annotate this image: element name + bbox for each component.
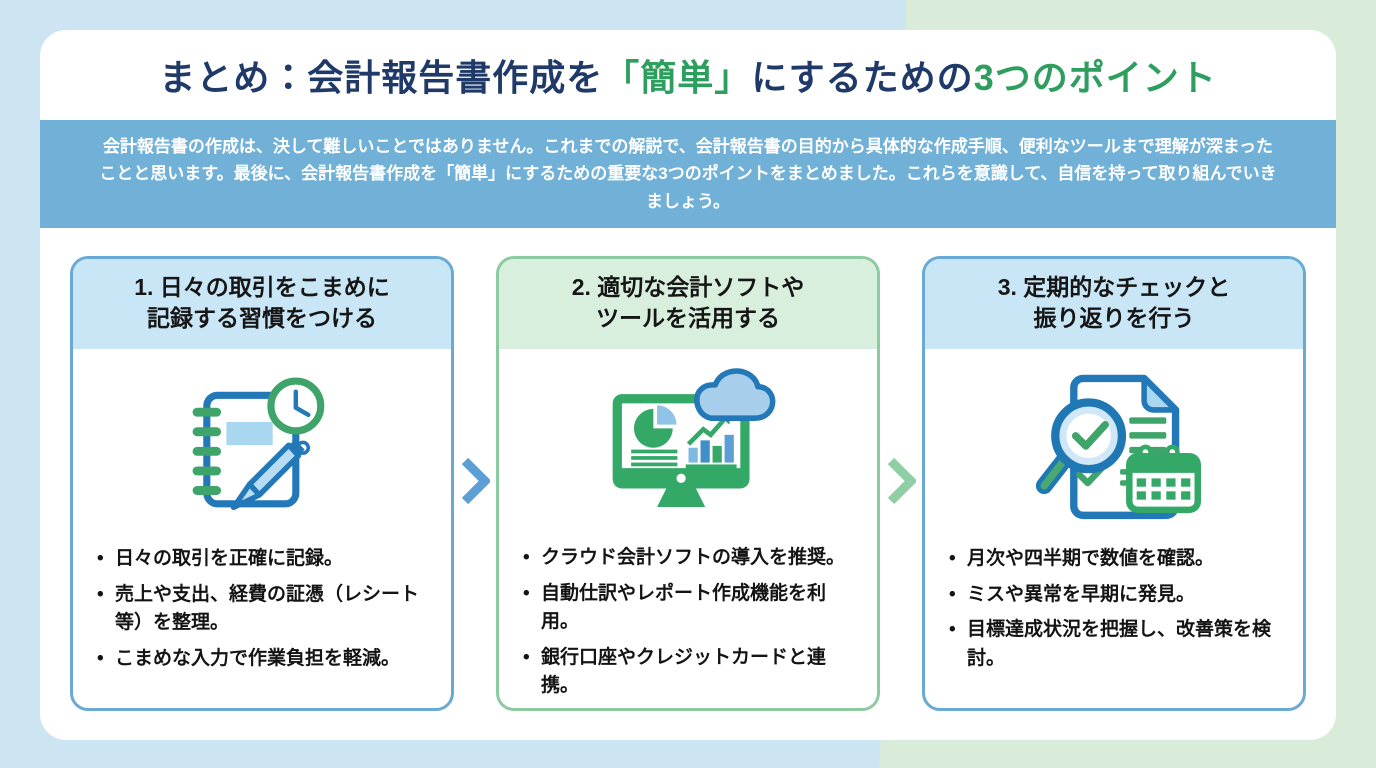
bullet-text: こまめな入力で作業負担を軽減。 [115,647,401,669]
bullet-marker: • [949,583,956,605]
bullet-text: 自動仕訳やレポート作成機能を利用。 [541,582,827,633]
bullet-marker: • [97,583,104,605]
point-card-2-heading: 2. 適切な会計ソフトや ツールを活用する [499,258,877,350]
point-card-3: 3. 定期的なチェックと 振り返りを行う [922,255,1306,711]
bullet-item: • ミスや異常を早期に発見。 [949,581,1279,610]
bullet-item: • 目標達成状況を把握し、改善策を検討。 [949,616,1279,673]
arrow-2-3 [880,256,922,711]
bullet-text: 目標達成状況を把握し、改善策を検討。 [967,619,1272,669]
bullet-text: クラウド会計ソフトの導入を推奨。 [541,547,846,569]
points-row: 1. 日々の取引をこまめに 記録する習慣をつける [40,228,1336,711]
arrow-1-2 [454,256,496,711]
bullet-item: • クラウド会計ソフトの導入を推奨。 [523,544,853,573]
bullet-marker: • [949,619,956,641]
title-segment-green: 3つのポイント [973,57,1217,98]
point-card-3-heading: 3. 定期的なチェックと 振り返りを行う [925,258,1303,350]
point-card-1: 1. 日々の取引をこまめに 記録する習慣をつける [70,255,454,711]
chevron-right-icon [460,457,492,510]
page-title: まとめ：会計報告書作成を「簡単」にするための3つのポイント [40,56,1336,99]
point-card-1-bullets: • 日々の取引を正確に記録。 • 売上や支出、経費の証憑（レシート等）を整理。 • こ… [73,537,451,680]
bullet-item: • 銀行口座やクレジットカードと連携。 [523,644,853,701]
bullet-item: • 売上や支出、経費の証憑（レシート等）を整理。 [97,581,427,638]
bullet-text: 日々の取引を正確に記録。 [115,548,344,570]
heading-line: 2. 適切な会計ソフトや [571,273,805,300]
bullet-item: • こまめな入力で作業負担を軽減。 [97,645,427,674]
monitor-charts-cloud-icon [596,365,781,530]
bullet-marker: • [97,647,104,669]
point-card-1-icon-area [73,349,451,537]
point-card-1-heading: 1. 日々の取引をこまめに 記録する習慣をつける [73,258,451,350]
heading-line: ツールを活用する [596,305,780,332]
title-segment-navy: まとめ：会計報告書作成を [159,57,604,98]
point-card-2: 2. 適切な会計ソフトや ツールを活用する [496,255,880,711]
point-card-2-icon-area [499,349,877,536]
bullet-text: 月次や四半期で数値を確認。 [967,548,1215,570]
bullet-item: • 自動仕訳やレポート作成機能を利用。 [523,580,853,637]
bullet-marker: • [949,548,956,570]
title-segment-navy: にするための [751,57,974,98]
title-segment-green: 「簡単」 [603,57,752,98]
point-card-2-bullets: • クラウド会計ソフトの導入を推奨。 • 自動仕訳やレポート作成機能を利用。 • 銀行… [499,536,877,708]
heading-line: 記録する習慣をつける [147,305,377,332]
point-card-3-icon-area [925,349,1303,537]
document-magnifier-calendar-icon [1022,366,1207,531]
bullet-text: 売上や支出、経費の証憑（レシート等）を整理。 [115,583,420,634]
intro-banner: 会計報告書の作成は、決して難しいことではありません。これまでの解説で、会計報告書… [40,120,1336,228]
bullet-marker: • [97,548,104,570]
bullet-marker: • [523,582,530,604]
heading-line: 振り返りを行う [1033,305,1195,332]
bullet-item: • 日々の取引を正確に記録。 [97,545,427,574]
heading-line: 3. 定期的なチェックと [997,273,1231,300]
notebook-pen-clock-icon [173,366,351,531]
intro-text: 会計報告書の作成は、決して難しいことではありません。これまでの解説で、会計報告書… [99,137,1277,211]
bullet-item: • 月次や四半期で数値を確認。 [949,545,1279,574]
bullet-marker: • [523,646,530,668]
bullet-text: ミスや異常を早期に発見。 [967,583,1196,605]
bullet-marker: • [523,547,530,569]
heading-line: 1. 日々の取引をこまめに [134,273,390,300]
content-sheet: まとめ：会計報告書作成を「簡単」にするための3つのポイント 会計報告書の作成は、… [40,30,1336,740]
chevron-right-icon [886,457,918,510]
point-card-3-bullets: • 月次や四半期で数値を確認。 • ミスや異常を早期に発見。 • 目標達成状況を把握し… [925,537,1303,680]
bullet-text: 銀行口座やクレジットカードと連携。 [541,646,827,697]
